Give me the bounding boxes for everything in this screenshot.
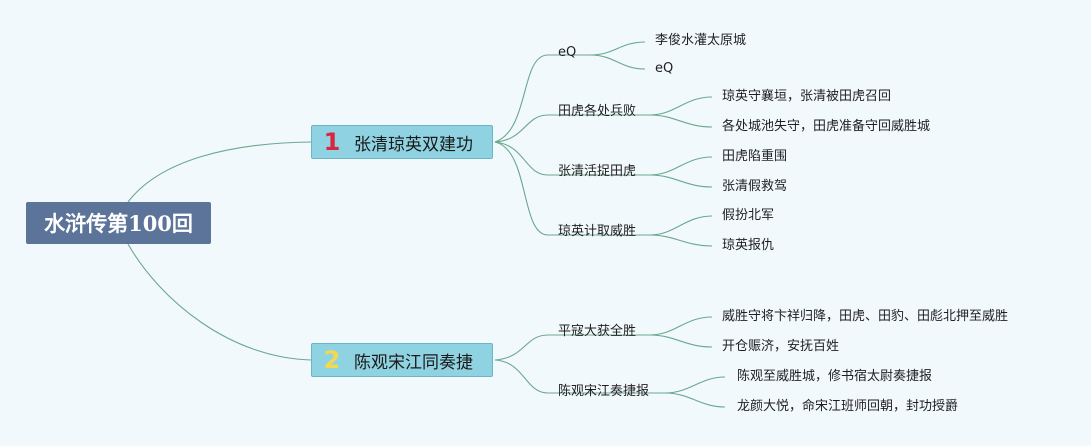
branch-topic-1[interactable]: 1 张清琼英双建功: [311, 125, 493, 159]
connector: [589, 54, 646, 70]
leaf-topic[interactable]: 陈观至威胜城，修书宿太尉奏捷报: [737, 369, 933, 384]
branch-topic-2[interactable]: 2 陈观宋江同奏捷: [311, 343, 493, 377]
connector: [494, 334, 549, 361]
leaf-topic[interactable]: 威胜守将卞祥归降，田虎、田豹、田彪北押至威胜: [722, 309, 1009, 324]
root-topic-label: 水浒传第100回: [44, 211, 193, 236]
connector: [649, 234, 713, 247]
connector: [664, 376, 726, 394]
subtopic[interactable]: 陈观宋江奏捷报: [558, 384, 650, 399]
subtopic[interactable]: 田虎各处兵败: [558, 104, 637, 119]
connector: [649, 114, 713, 128]
connector: [494, 141, 549, 176]
branch-number-2: 2: [323, 346, 341, 374]
connector: [649, 215, 713, 236]
leaf-topic[interactable]: 田虎陷重围: [722, 149, 788, 164]
leaf-topic[interactable]: 假扮北军: [722, 208, 775, 223]
connector: [649, 334, 713, 348]
connector: [649, 96, 713, 116]
connector: [127, 243, 312, 361]
leaf-topic[interactable]: 龙颜大悦，命宋江班师回朝，封功授爵: [737, 399, 959, 414]
subtopic[interactable]: 张清活捉田虎: [558, 164, 637, 179]
leaf-topic[interactable]: eQ: [655, 61, 674, 76]
connector: [494, 114, 549, 143]
connector: [649, 174, 713, 188]
root-topic[interactable]: 水浒传第100回: [26, 202, 211, 244]
connector: [649, 156, 713, 176]
connector: [127, 141, 312, 203]
leaf-topic[interactable]: 李俊水灌太原城: [655, 33, 747, 48]
leaf-topic[interactable]: 琼英报仇: [722, 238, 775, 253]
branch-topic-label: 张清琼英双建功: [354, 134, 473, 155]
connector: [494, 359, 549, 394]
leaf-topic[interactable]: 开仓赈济，安抚百姓: [722, 339, 840, 354]
leaf-topic[interactable]: 琼英守襄垣，张清被田虎召回: [722, 89, 892, 104]
connector: [494, 141, 549, 236]
connector: [494, 54, 549, 143]
connector: [589, 41, 646, 56]
branch-topic-label: 陈观宋江同奏捷: [354, 352, 473, 373]
connector: [649, 316, 713, 336]
leaf-topic[interactable]: 各处城池失守，田虎准备守回威胜城: [722, 119, 931, 134]
leaf-topic[interactable]: 张清假救驾: [722, 179, 788, 194]
subtopic[interactable]: eQ: [558, 45, 577, 60]
connector: [664, 392, 726, 408]
subtopic[interactable]: 琼英计取威胜: [558, 224, 637, 239]
subtopic[interactable]: 平寇大获全胜: [558, 324, 637, 339]
branch-number-1: 1: [323, 128, 341, 156]
